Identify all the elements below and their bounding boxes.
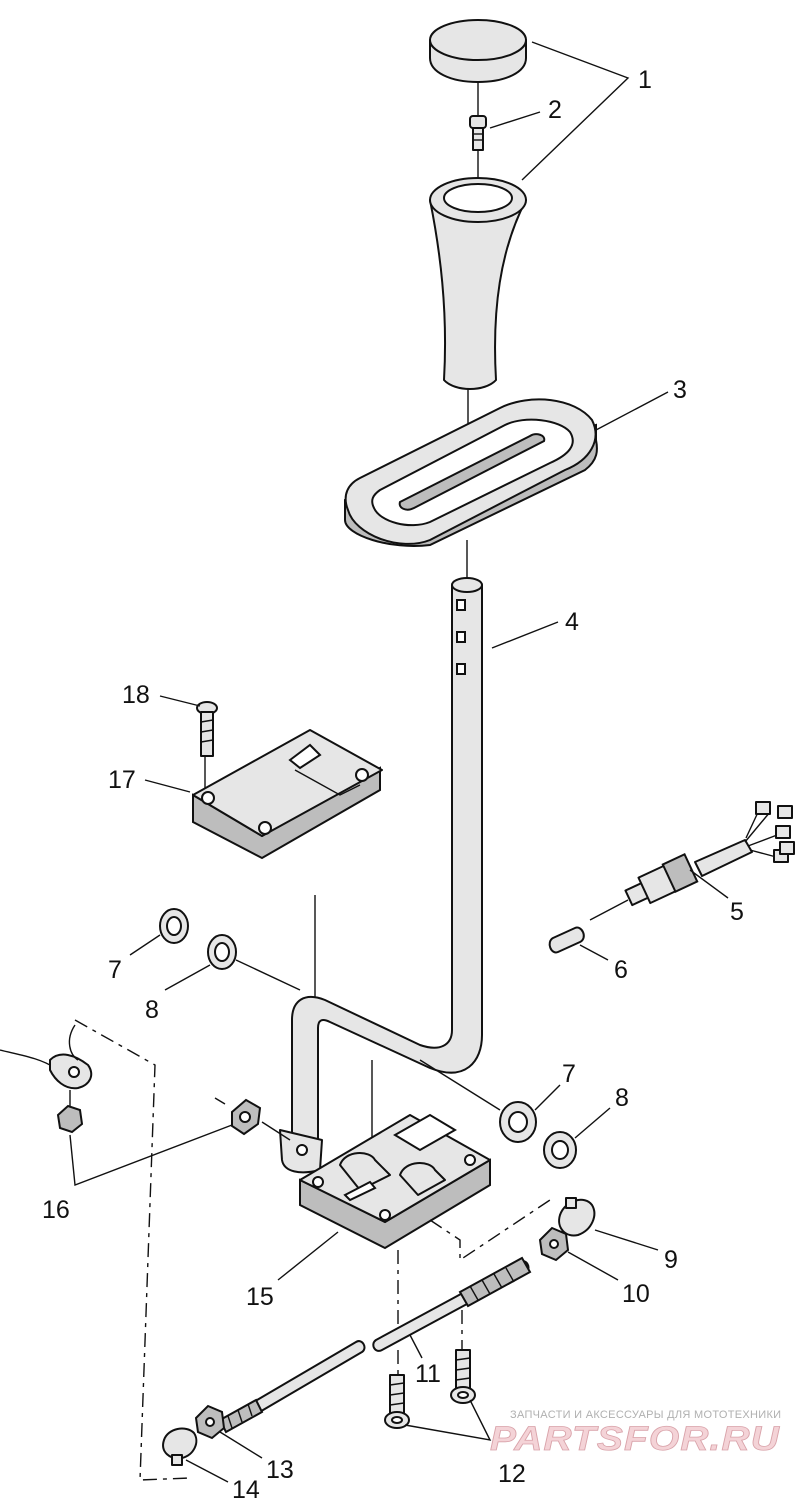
leader-5 — [689, 869, 729, 899]
leader-6 — [579, 944, 609, 961]
shift-boot — [344, 398, 598, 547]
mounting-bracket — [192, 729, 383, 860]
lower-washer-7 — [499, 1101, 537, 1143]
leader-12 — [404, 1399, 492, 1441]
upper-washer-7 — [159, 908, 189, 944]
pivot-nut — [214, 1097, 291, 1141]
upper-washer-8 — [207, 934, 237, 970]
jam-nut-right — [538, 1226, 570, 1262]
leader-1 — [521, 41, 630, 181]
leader-10 — [567, 1251, 619, 1281]
rod-end-lower — [162, 1427, 198, 1466]
callout-10: 10 — [622, 1280, 650, 1308]
callout-18: 18 — [122, 681, 150, 709]
leader-11 — [409, 1334, 423, 1359]
rod-end-right — [558, 1197, 596, 1237]
shift-knob-cap — [429, 19, 527, 83]
dash-line-left — [74, 1019, 191, 1481]
knob-screw — [469, 115, 487, 151]
jam-nut-lower — [194, 1404, 226, 1440]
leader-7-upper — [129, 934, 161, 956]
leader-17 — [144, 779, 191, 793]
lower-washer-8 — [543, 1131, 577, 1169]
callout-12: 12 — [498, 1460, 526, 1488]
leader-14 — [185, 1459, 229, 1483]
callout-8-upper: 8 — [145, 996, 159, 1024]
shift-base — [299, 1113, 491, 1250]
leader-3 — [595, 391, 669, 431]
watermark-tagline: ЗАПЧАСТИ И АКСЕССУАРЫ ДЛЯ МОТОТЕХНИКИ — [510, 1409, 781, 1421]
leader-13 — [219, 1431, 263, 1459]
callout-7-lower: 7 — [562, 1060, 576, 1088]
callout-8-lower: 8 — [615, 1084, 629, 1112]
callout-2: 2 — [548, 96, 562, 124]
callout-9: 9 — [664, 1246, 678, 1274]
callout-14: 14 — [232, 1476, 260, 1500]
callout-1: 1 — [638, 66, 652, 94]
callout-11: 11 — [415, 1360, 441, 1388]
callout-7-upper: 7 — [108, 956, 122, 984]
callout-3: 3 — [673, 376, 687, 404]
callout-15: 15 — [246, 1283, 274, 1311]
washer-axis-upper — [235, 959, 301, 991]
leader-18 — [159, 695, 201, 707]
washer-axis-lower — [419, 1059, 501, 1111]
leader-9 — [594, 1229, 659, 1251]
callout-17: 17 — [108, 766, 136, 794]
spacer-pin — [548, 926, 585, 954]
callout-16: 16 — [42, 1196, 70, 1224]
neutral-switch — [589, 801, 795, 921]
watermark-logo: PARTSFOR.RU — [490, 1420, 781, 1458]
tie-rod-lower — [218, 1340, 366, 1434]
leader-4 — [491, 621, 559, 649]
leader-16 — [69, 1124, 233, 1186]
leader-8-lower — [574, 1107, 611, 1139]
shift-lever — [279, 577, 483, 1174]
callout-13: 13 — [266, 1456, 294, 1484]
leader-2 — [489, 111, 541, 129]
linkage-arm — [0, 1024, 93, 1134]
callout-6: 6 — [614, 956, 628, 984]
leader-15 — [277, 1231, 339, 1281]
callout-5: 5 — [730, 898, 744, 926]
leader-8-upper — [164, 964, 211, 991]
bolt-right — [450, 1349, 476, 1404]
bolt-left — [384, 1374, 410, 1429]
leader-7-lower — [534, 1084, 561, 1111]
tie-rod-upper — [372, 1256, 532, 1352]
dash-line-right — [429, 1199, 551, 1262]
callout-4: 4 — [565, 608, 579, 636]
shift-knob-grip — [429, 177, 527, 390]
bracket-screw — [196, 701, 218, 757]
